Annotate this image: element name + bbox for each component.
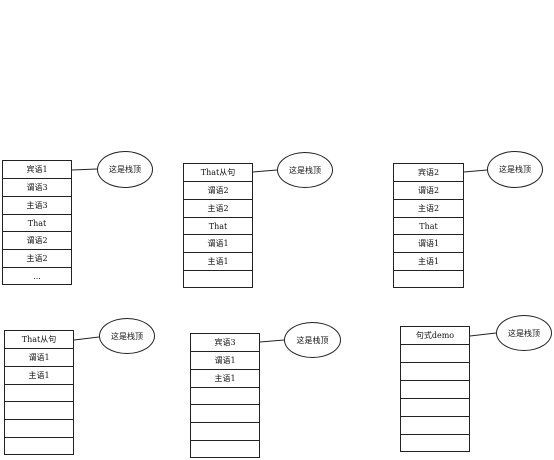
stack-cell: 谓语2 (394, 182, 463, 200)
stack-cell (184, 271, 252, 288)
stack-cell (401, 345, 469, 363)
stack-cell (401, 399, 469, 417)
stack-cell: 谓语1 (184, 235, 252, 253)
stack-cell (191, 441, 259, 458)
stack-cell: 主语3 (3, 197, 71, 215)
stack-cell: 主语1 (184, 253, 252, 271)
stack-4: That从句 谓语1 主语1 (4, 330, 74, 455)
stack-2: That从句 谓语2 主语2 That 谓语1 主语1 (183, 163, 253, 288)
stack-cell: 主语2 (3, 250, 71, 268)
stack-cell: That从句 (5, 331, 73, 349)
stack-cell: 谓语2 (184, 182, 252, 200)
stack-cell: That (394, 218, 463, 235)
connector-line-3 (463, 169, 488, 173)
stack-cell (191, 423, 259, 441)
connector-line-6 (469, 332, 497, 337)
stack-cell: 谓语3 (3, 179, 71, 197)
stack-cell: 宾语2 (394, 164, 463, 182)
stack-cell (5, 438, 73, 455)
stack-cell (5, 385, 73, 402)
stack-cell (401, 417, 469, 435)
connector-line-4 (73, 336, 100, 341)
stack-5: 宾语3 谓语1 主语1 (190, 333, 260, 458)
stack-cell (5, 402, 73, 420)
stack-cell: ... (33, 272, 41, 281)
stack-cell (394, 271, 463, 288)
stack-cell: 主语1 (191, 370, 259, 388)
connector-line-1 (71, 168, 98, 171)
connector-line-5 (259, 339, 285, 343)
stack-6: 句式demo (400, 326, 470, 452)
stack-cell: That从句 (184, 164, 252, 182)
stack-cell (401, 381, 469, 399)
connector-line-2 (252, 169, 278, 173)
stack-cell: That (3, 215, 71, 232)
stack-cell: 宾语3 (191, 334, 259, 352)
stack-cell: 主语2 (394, 200, 463, 218)
stack-cell: 句式demo (401, 327, 469, 345)
stack-1: 宾语1 谓语3 主语3 That 谓语2 主语2 ... (2, 160, 72, 285)
stack-cell: 谓语1 (394, 235, 463, 253)
stack-cell (191, 405, 259, 423)
stack-cell (401, 363, 469, 381)
stack-cell (191, 388, 259, 405)
stack-cell: 主语1 (394, 253, 463, 271)
stack-top-callout-6: 这是栈顶 (496, 315, 552, 351)
stack-cell (401, 435, 469, 452)
stack-cell: 谓语1 (5, 349, 73, 367)
stack-top-callout-3: 这是栈顶 (487, 151, 543, 188)
stack-cell: 主语1 (5, 367, 73, 385)
stack-cell (5, 420, 73, 438)
stack-top-callout-5: 这是栈顶 (284, 322, 341, 358)
stack-cell: That (184, 218, 252, 235)
stack-cell: 主语2 (184, 200, 252, 218)
stack-3: 宾语2 谓语2 主语2 That 谓语1 主语1 (393, 163, 464, 288)
stack-top-callout-1: 这是栈顶 (97, 151, 153, 188)
stack-top-callout-2: 这是栈顶 (277, 152, 333, 188)
stack-cell: 宾语1 (3, 161, 71, 179)
stack-cell: 谓语1 (191, 352, 259, 370)
stack-top-callout-4: 这是栈顶 (99, 318, 155, 354)
stack-cell: 谓语2 (3, 232, 71, 250)
